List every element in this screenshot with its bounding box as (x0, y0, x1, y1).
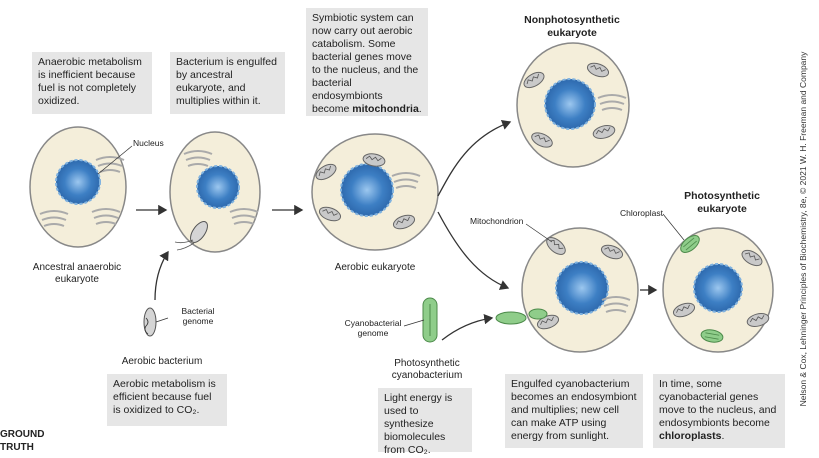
nucleus-label: Nucleus (133, 138, 164, 148)
engulfing-cell (169, 131, 261, 253)
photosynthetic-title: Photosynthetic eukaryote (684, 190, 760, 215)
aerobic-bacterium (143, 307, 157, 337)
nonphotosynthetic-cell (516, 42, 630, 168)
light-energy-box: Light energy is used to synthesize biomo… (378, 388, 472, 456)
photosynthetic-cyanobacterium-label: Photosynthetic cyanobacterium (391, 358, 463, 381)
nonphotosynthetic-title: Nonphotosynthetic eukaryote (524, 14, 620, 39)
credit-line: Nelson & Cox, Lehninger Principles of Bi… (798, 51, 808, 407)
ancestral-label: Ancestral anaerobic eukaryote (32, 262, 122, 285)
symbiotic-box: Symbiotic system can now carry out aerob… (306, 8, 428, 116)
in-time-end: . (721, 430, 725, 442)
cyanobacterium (422, 297, 438, 343)
mitochondrion-label: Mitochondrion (470, 216, 524, 226)
leader-lines (97, 145, 685, 327)
photosynthetic-cell (662, 227, 774, 353)
chloroplast-label: Chloroplast (620, 208, 663, 218)
symbiotic-text: Symbiotic system can now carry out aerob… (312, 12, 419, 115)
engulfed-box: Bacterium is engulfed by ancestral eukar… (170, 52, 285, 114)
ground-truth-tag: GROUND TRUTH (0, 429, 45, 453)
aerobic-eukaryote-cell (311, 133, 439, 251)
ancestral-cell (29, 126, 127, 248)
symbiotic-end: . (418, 103, 422, 115)
cyano-engulfed-box: Engulfed cyanobacterium becomes an endos… (505, 374, 643, 448)
in-time-box: In time, some cyanobacterial genes move … (653, 374, 785, 448)
in-time-text: In time, some cyanobacterial genes move … (659, 378, 777, 429)
process-arrows (136, 119, 658, 341)
aerobic-bacterium-label: Aerobic bacterium (121, 356, 203, 367)
cyano-genome-label: Cyanobacterial genome (344, 318, 402, 338)
aerobic-eukaryote-label: Aerobic eukaryote (334, 262, 416, 273)
mitochondria-term: mitochondria (352, 103, 419, 115)
cyano-engulfing-cell (495, 227, 639, 353)
anaerobic-box: Anaerobic metabolism is inefficient beca… (32, 52, 152, 114)
chloroplasts-term: chloroplasts (659, 430, 722, 442)
bacterial-genome-label: Bacterial genome (181, 306, 215, 326)
aerobic-box: Aerobic metabolism is efficient because … (107, 374, 227, 426)
